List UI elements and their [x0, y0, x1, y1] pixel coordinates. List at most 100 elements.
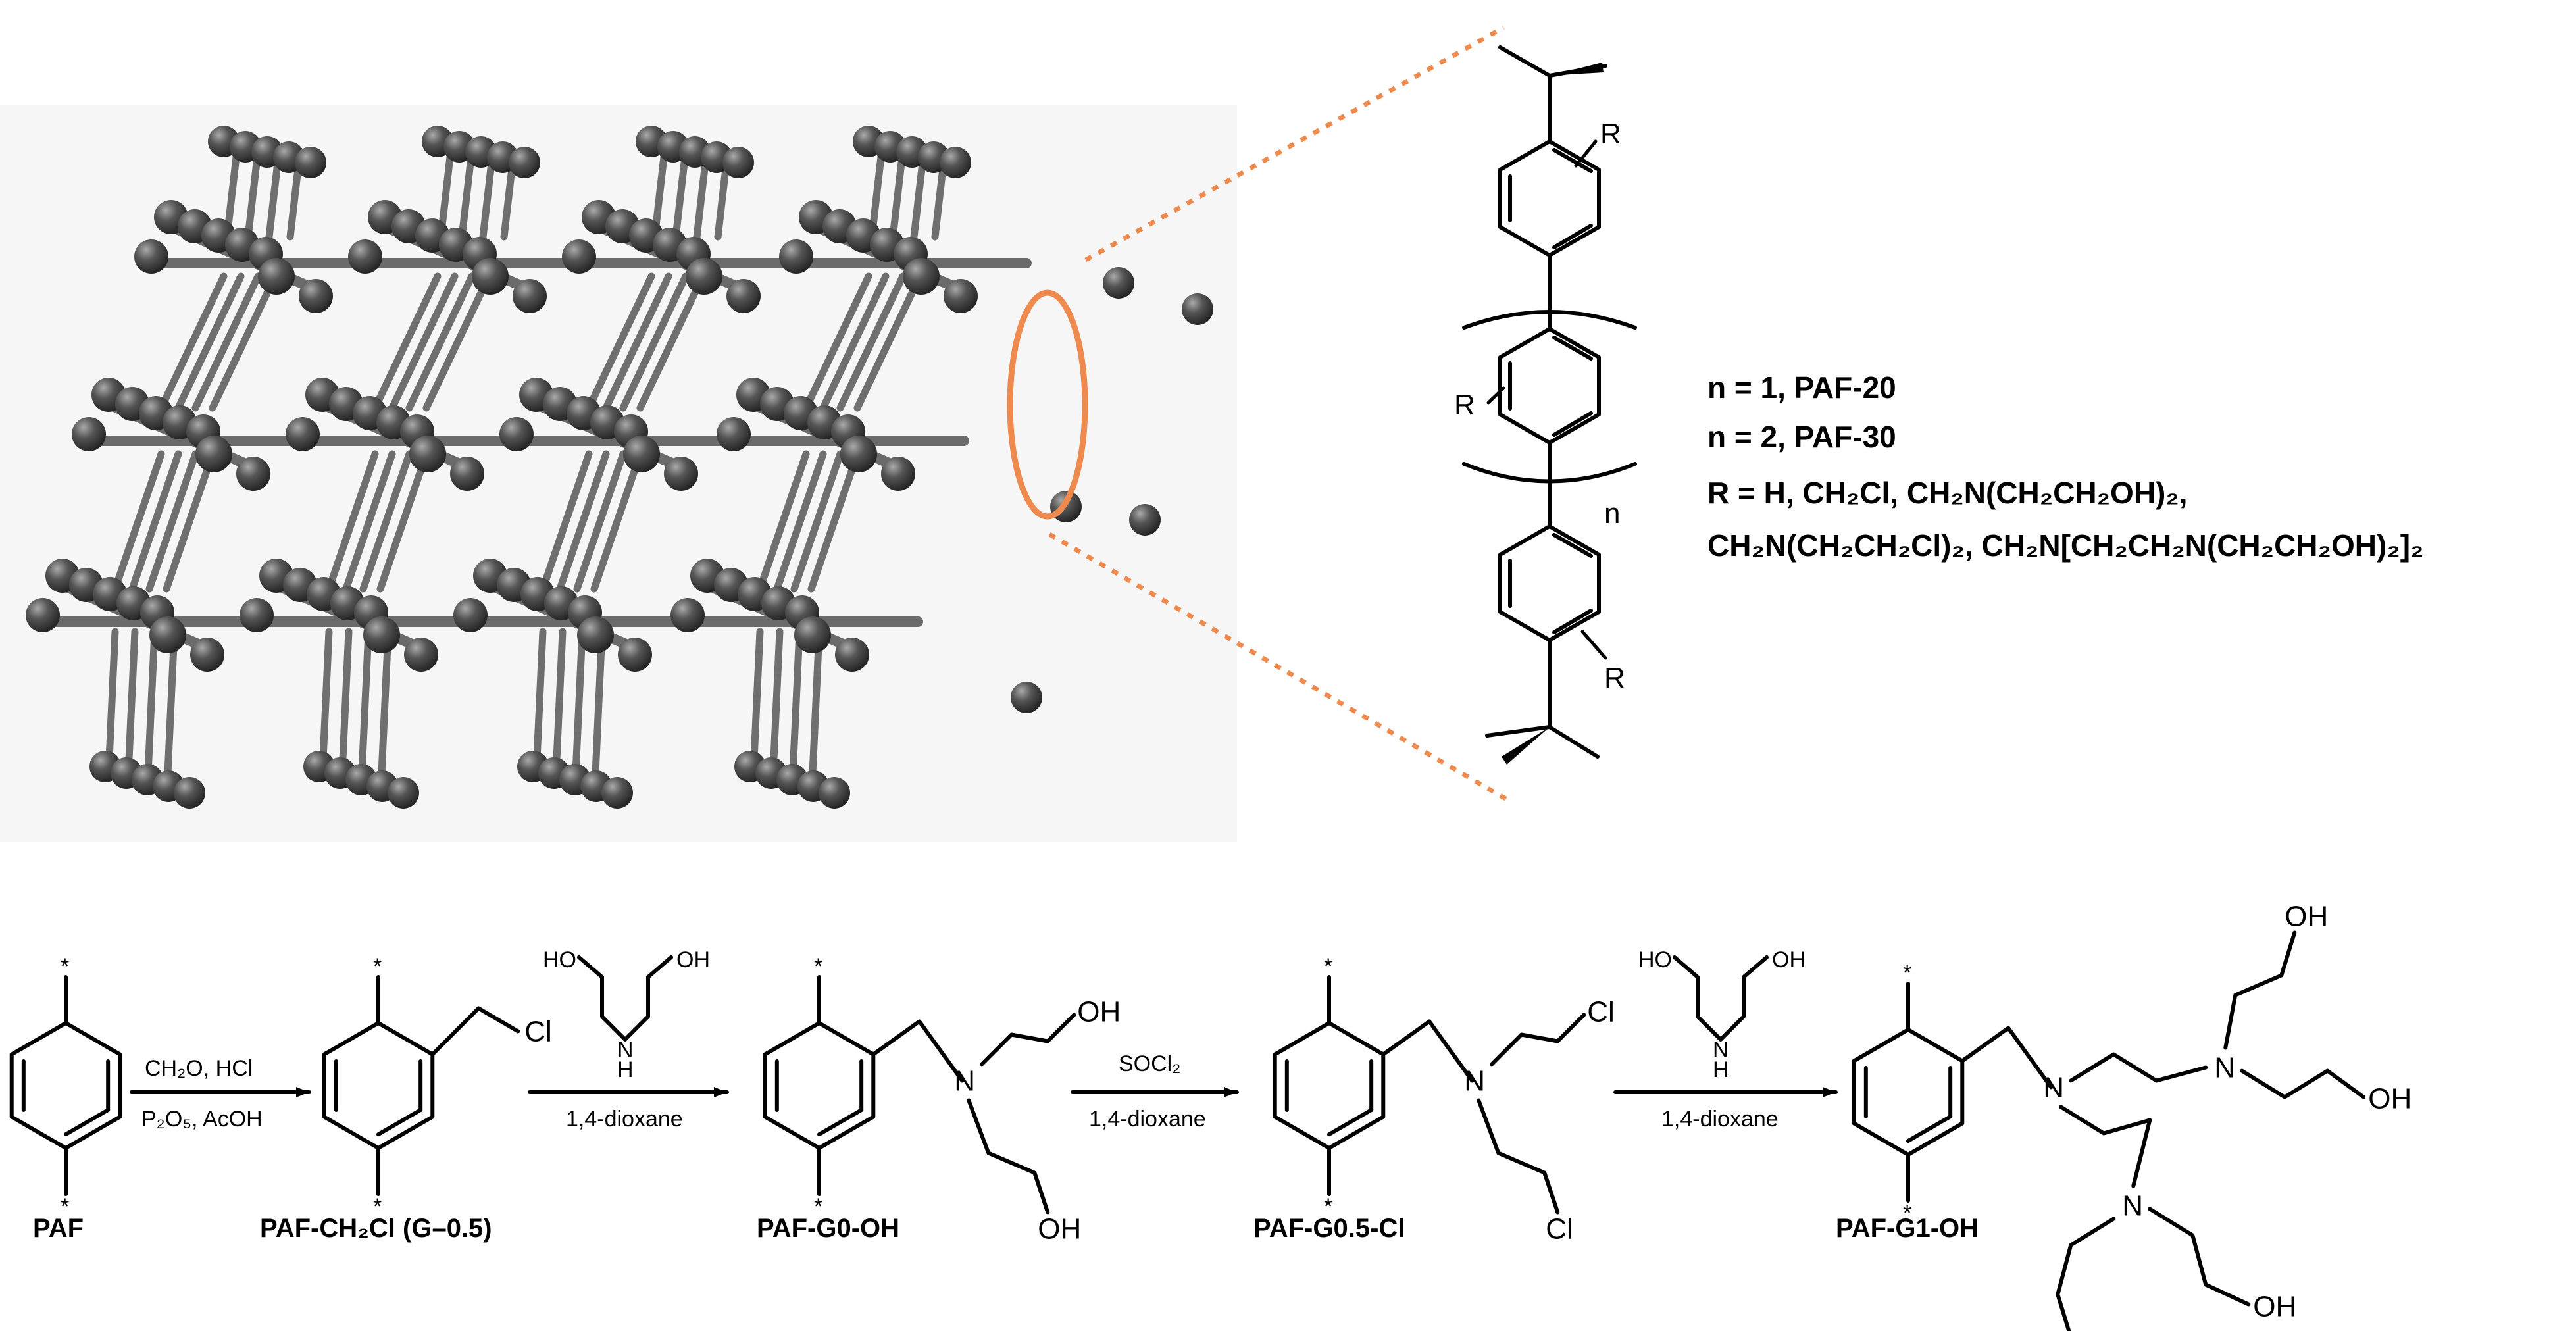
framework-atom [295, 147, 326, 178]
framework-atom [258, 258, 295, 295]
atom-n: N [2043, 1072, 2064, 1104]
compound-paf-g1-oh: ** [1852, 961, 1965, 1226]
star-label: * [373, 954, 382, 979]
atom-oh: OH [2253, 1291, 2296, 1323]
star-label: * [1903, 1201, 1911, 1226]
atom-n: N [617, 1038, 634, 1063]
highlight-ellipse [1007, 289, 1088, 520]
framework-pillar [592, 628, 606, 777]
framework-atom [670, 598, 705, 632]
star-label: * [814, 1194, 822, 1219]
framework-atom [835, 638, 869, 672]
framework-atom [472, 258, 509, 295]
framework-pillar [619, 272, 690, 412]
framework-pillar [191, 272, 262, 412]
framework-atom [1011, 682, 1042, 713]
framework-atom [726, 279, 761, 313]
framework-pillar [388, 272, 459, 412]
framework-atom [903, 258, 940, 295]
framework-pillar [359, 450, 413, 593]
framework-pillar [636, 272, 707, 412]
framework-atom [840, 436, 877, 472]
framework-pillar [338, 628, 353, 777]
atom-oh: OH [1038, 1213, 1081, 1245]
framework-pillar [809, 628, 823, 777]
framework-atom [1182, 293, 1213, 325]
framework-atom [388, 777, 419, 809]
framework-pillar [802, 272, 872, 412]
framework-pillar [573, 450, 627, 593]
atom-ho: HO [1638, 947, 1672, 972]
atom-oh: OH [1772, 947, 1806, 972]
framework-atom [664, 457, 698, 491]
framework-pillar [556, 450, 610, 593]
framework-pillar [585, 272, 655, 412]
monomer-r-bot: R [1604, 662, 1625, 694]
framework-pillar [672, 147, 690, 241]
framework-pillar [590, 450, 644, 593]
legend-line-2: n = 2, PAF-30 [1707, 420, 1896, 454]
framework-atom [722, 147, 754, 178]
atom-cl: Cl [1587, 996, 1615, 1028]
framework-atom [190, 638, 224, 672]
framework-pillar [405, 272, 476, 412]
framework-atom [1129, 504, 1161, 536]
framework-atom [134, 239, 168, 274]
monomer-r-top: R [1600, 118, 1621, 150]
atom-h: H [617, 1057, 634, 1082]
framework-atom [944, 279, 978, 313]
framework-atom [72, 417, 106, 451]
compound-name-paf: PAF [33, 1214, 84, 1243]
atom-cl: Cl [524, 1016, 552, 1048]
framework-pillar [532, 628, 547, 777]
atom-n: N [954, 1065, 975, 1097]
atom-cl: Cl [1546, 1213, 1573, 1245]
framework-atom [881, 457, 915, 491]
framework-atom [509, 147, 540, 178]
compound-name-paf-g0.5-cl: PAF-G0.5-Cl [1253, 1214, 1405, 1243]
framework-atom [618, 638, 652, 672]
legend-line-4: CH₂N(CH₂CH₂Cl)₂, CH₂N[CH₂CH₂N(CH₂CH₂OH)₂… [1707, 528, 2423, 563]
framework-atom [686, 258, 722, 295]
framework-atom [240, 598, 274, 632]
framework-pillar [853, 272, 924, 412]
framework-atom [450, 457, 484, 491]
atom-n: N [2214, 1052, 2235, 1084]
framework-atom [1103, 267, 1134, 299]
compound-paf-ch2cl: ** [322, 954, 435, 1219]
framework-pillar [164, 628, 178, 777]
paf-3d-framework [0, 105, 1237, 842]
star-label: * [1903, 961, 1911, 986]
framework-pillar [790, 450, 844, 593]
framework-pillar [773, 450, 827, 593]
zoom-line-bottom [1048, 532, 1508, 802]
framework-atom [499, 417, 534, 451]
framework-pillar [458, 147, 476, 241]
framework-atom [236, 457, 270, 491]
atom-n: N [2122, 1190, 2143, 1222]
framework-atom [717, 417, 751, 451]
reagent-step3-top: SOCl₂ [1119, 1051, 1180, 1076]
reagent-step3-bottom: 1,4-dioxane [1089, 1107, 1206, 1132]
framework-pillar [756, 450, 810, 593]
framework-atom [149, 616, 186, 653]
monomer-r-mid: R [1454, 389, 1475, 421]
compound-name-paf-g0-oh: PAF-G0-OH [757, 1214, 899, 1243]
compound-paf-g0.5-cl: ** [1273, 954, 1386, 1219]
framework-atom [513, 279, 547, 313]
framework-atom [348, 239, 382, 274]
framework-atom [195, 436, 232, 472]
framework-pillar [572, 628, 586, 777]
framework-pillar [836, 272, 907, 412]
compound-name-paf-g1-oh: PAF-G1-OH [1836, 1214, 1979, 1243]
atom-oh: OH [1077, 996, 1121, 1028]
framework-pillar [376, 450, 430, 593]
star-label: * [61, 1194, 69, 1219]
framework-pillar [128, 450, 182, 593]
monomer-structure: R R n R [1454, 45, 1637, 765]
star-label: * [814, 954, 822, 979]
framework-pillar [552, 628, 567, 777]
framework-pillar [111, 450, 165, 593]
legend-line-3: R = H, CH₂Cl, CH₂N(CH₂CH₂OH)₂, [1707, 476, 2188, 510]
framework-atom [363, 616, 400, 653]
